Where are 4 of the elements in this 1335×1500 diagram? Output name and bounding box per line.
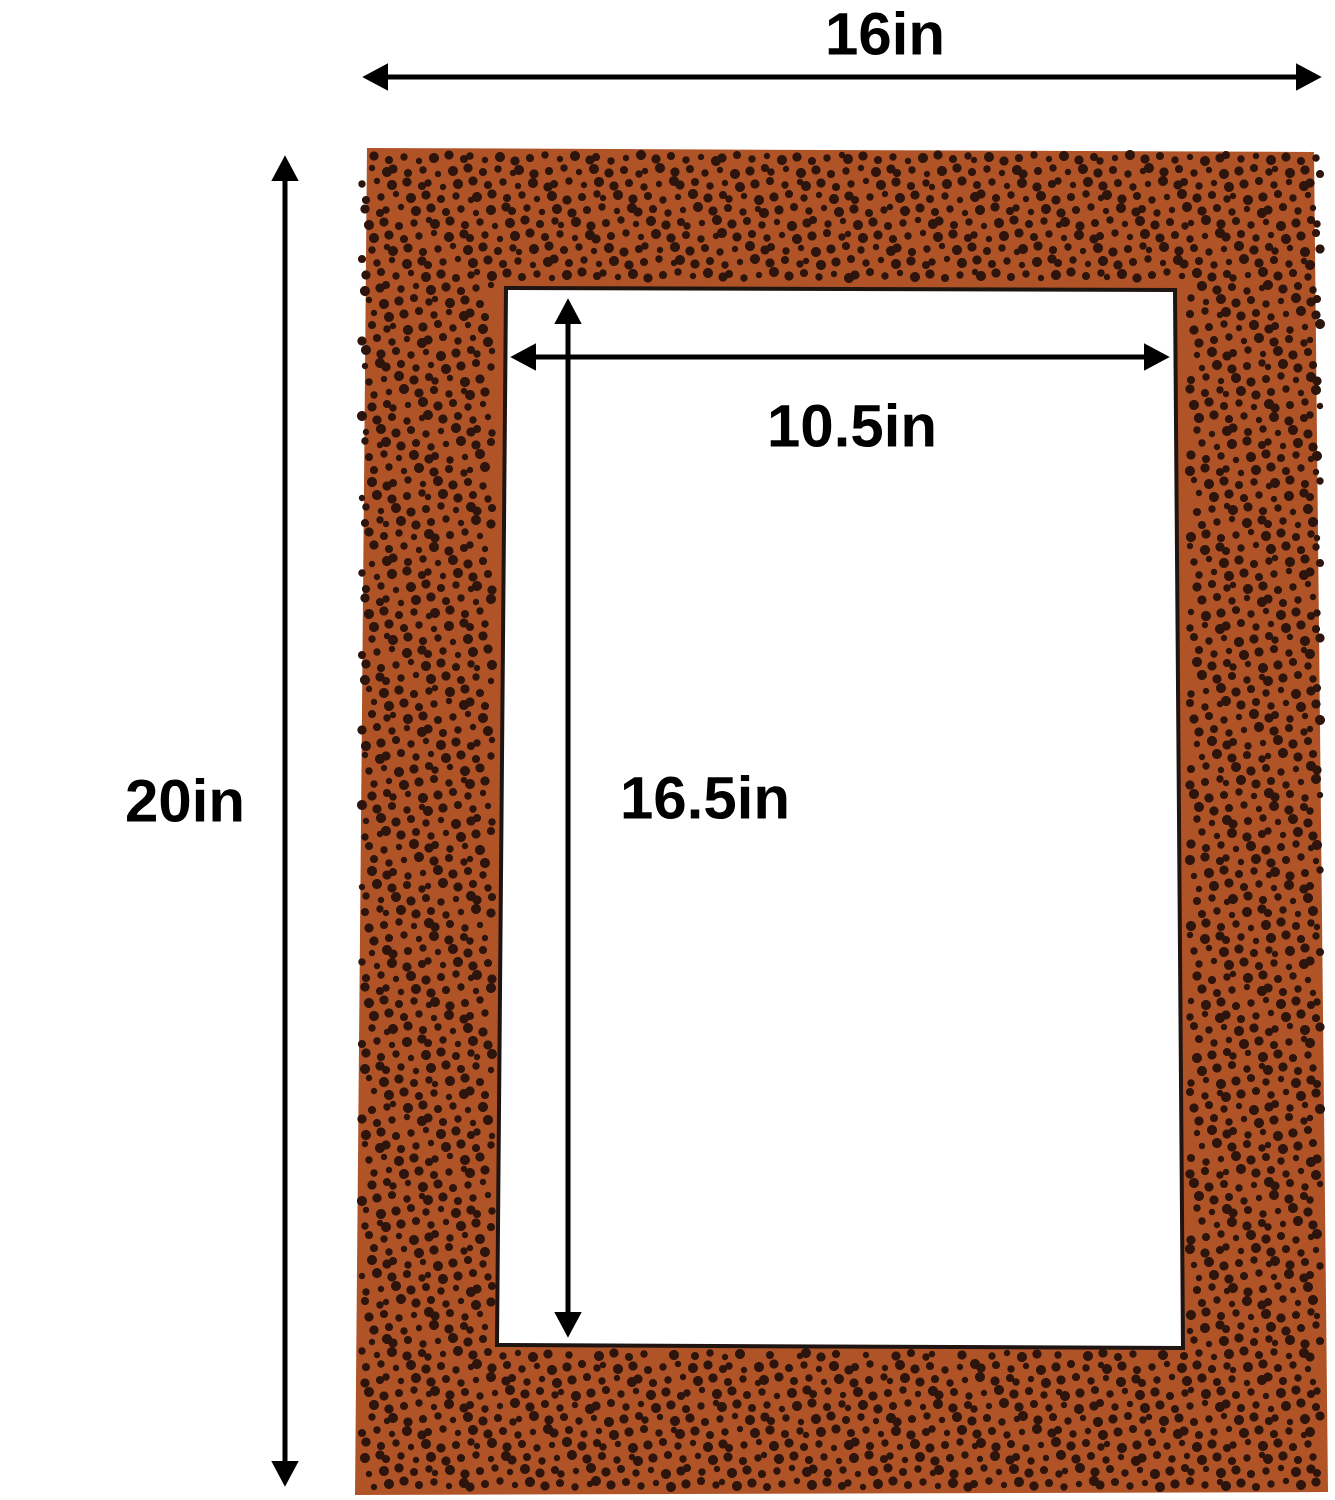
dimension-label: 20in <box>127 778 242 823</box>
dimension-label: 16.5in <box>623 775 787 820</box>
dimension-label: 16in <box>828 11 942 56</box>
dimension-label: 10.5in <box>770 403 934 448</box>
